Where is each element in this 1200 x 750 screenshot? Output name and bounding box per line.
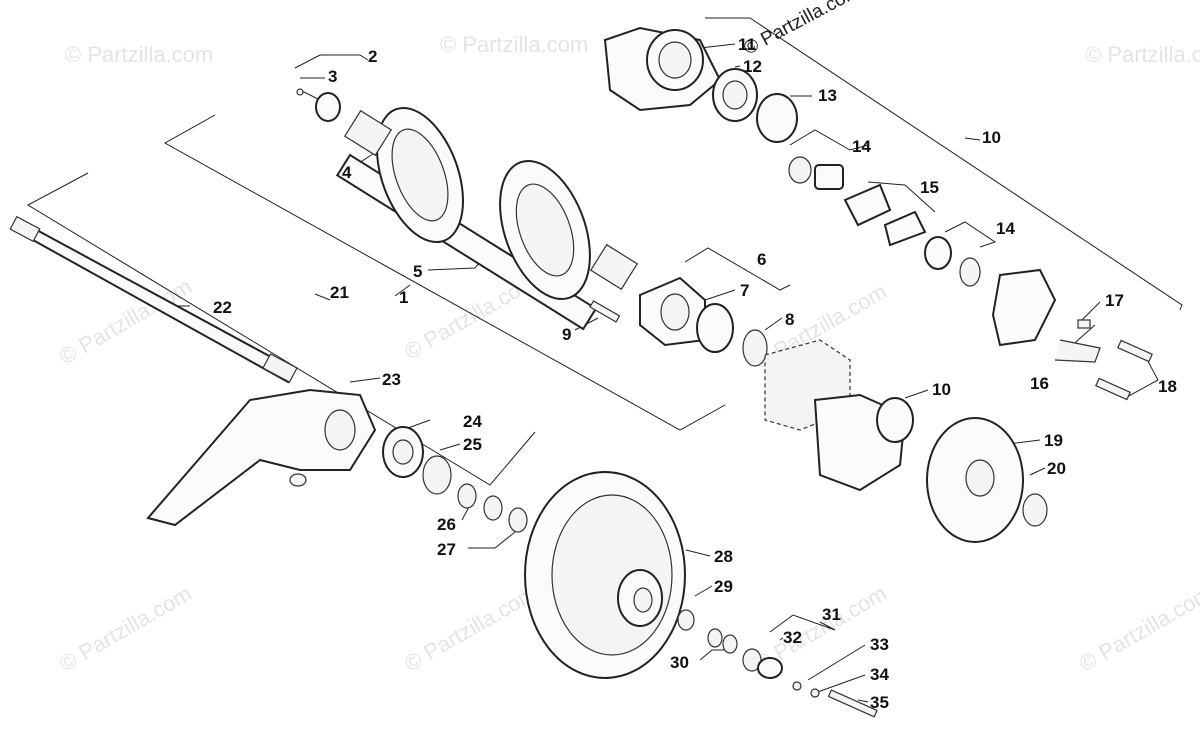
part-14-ring [788, 156, 812, 184]
callout-9: 9 [562, 325, 571, 344]
part-29-washer [677, 609, 695, 631]
callout-27: 27 [437, 540, 456, 559]
callout-29: 29 [714, 577, 733, 596]
parts [9, 26, 1153, 718]
callout-3: 3 [328, 67, 337, 86]
part-15-pad [883, 210, 927, 247]
callout-20: 20 [1047, 459, 1066, 478]
part-20-clip [1022, 493, 1048, 527]
part-25-ring [422, 455, 452, 495]
watermark: © Partzilla.com [1075, 581, 1200, 677]
callout-4: 4 [342, 163, 352, 182]
callout-30: 30 [670, 653, 689, 672]
part-10-brake-caliper-lower [764, 339, 914, 492]
part-35-bolt [827, 689, 878, 718]
watermark: © Partzilla.com [65, 42, 213, 67]
callout-26: 26 [437, 515, 456, 534]
part-9-bolt [589, 300, 621, 323]
callout-2: 2 [368, 47, 377, 66]
part-18-bolt [1095, 377, 1131, 401]
callout-28: 28 [714, 547, 733, 566]
part-32-cup [757, 657, 783, 679]
callout-7: 7 [740, 281, 749, 300]
callout-24: 24 [463, 412, 482, 431]
watermark: © Partzilla.com [440, 32, 588, 57]
callout-22: 22 [213, 298, 232, 317]
callout-34: 34 [870, 665, 889, 684]
part-28-driven-clutch [524, 471, 686, 679]
part-30-washer [707, 628, 723, 648]
callout-13: 13 [818, 86, 837, 105]
part-30-washer [722, 634, 738, 654]
part-17-fitting [1077, 319, 1091, 329]
part-33-washer [792, 681, 802, 691]
callout-1: 1 [399, 288, 408, 307]
callout-18: 18 [1158, 377, 1177, 396]
callout-32: 32 [783, 628, 802, 647]
part-16-pin [1054, 339, 1101, 363]
part-2-seal [315, 92, 341, 122]
part-34-washer [810, 688, 820, 698]
watermark: © Partzilla.com [1085, 42, 1200, 67]
callout-11: 11 [738, 35, 756, 54]
part-14-spacer [814, 164, 844, 190]
part-5-drive-sprocket-assembly [335, 106, 639, 331]
callout-14-lower: 14 [996, 219, 1015, 238]
part-27-washer [508, 507, 528, 533]
callout-21: 21 [330, 283, 349, 302]
callout-23: 23 [382, 370, 401, 389]
callout-19: 19 [1044, 431, 1063, 450]
callout-15: 15 [920, 178, 939, 197]
callout-14-upper: 14 [852, 137, 871, 156]
callout-31: 31 [822, 605, 841, 624]
part-13-ring [756, 93, 798, 143]
callout-10-upper: 10 [982, 128, 1001, 147]
copyright-label: © Partzilla.com [740, 0, 863, 59]
callout-6: 6 [757, 250, 766, 269]
callout-35: 35 [870, 693, 889, 712]
callout-17: 17 [1105, 291, 1124, 310]
callout-16: 16 [1030, 374, 1049, 393]
part-3-fitting [296, 88, 304, 96]
part-15-pad [843, 183, 892, 227]
callout-labels: 1 2 3 4 5 6 7 8 9 10 10 11 12 13 14 14 1… [213, 35, 1177, 712]
callout-33: 33 [870, 635, 889, 654]
part-22-shaft [9, 215, 298, 384]
callout-10-lower: 10 [932, 380, 951, 399]
part-27-washer [483, 495, 503, 521]
part-8-ring [742, 329, 768, 367]
part-18-bolt [1117, 339, 1153, 363]
part-7-bearing [696, 303, 734, 353]
part-10-brake-caliper-upper [603, 26, 758, 122]
callout-5: 5 [413, 262, 422, 281]
callout-8: 8 [785, 310, 794, 329]
part-26-washer [457, 483, 477, 509]
callout-12: 12 [743, 57, 762, 76]
watermark: © Partzilla.com [55, 581, 196, 677]
part-10-caliper-half [991, 268, 1057, 347]
callout-25: 25 [463, 435, 482, 454]
watermark: © Partzilla.com [400, 581, 541, 677]
part-31-ring [742, 648, 762, 672]
part-23-bracket [146, 388, 377, 527]
